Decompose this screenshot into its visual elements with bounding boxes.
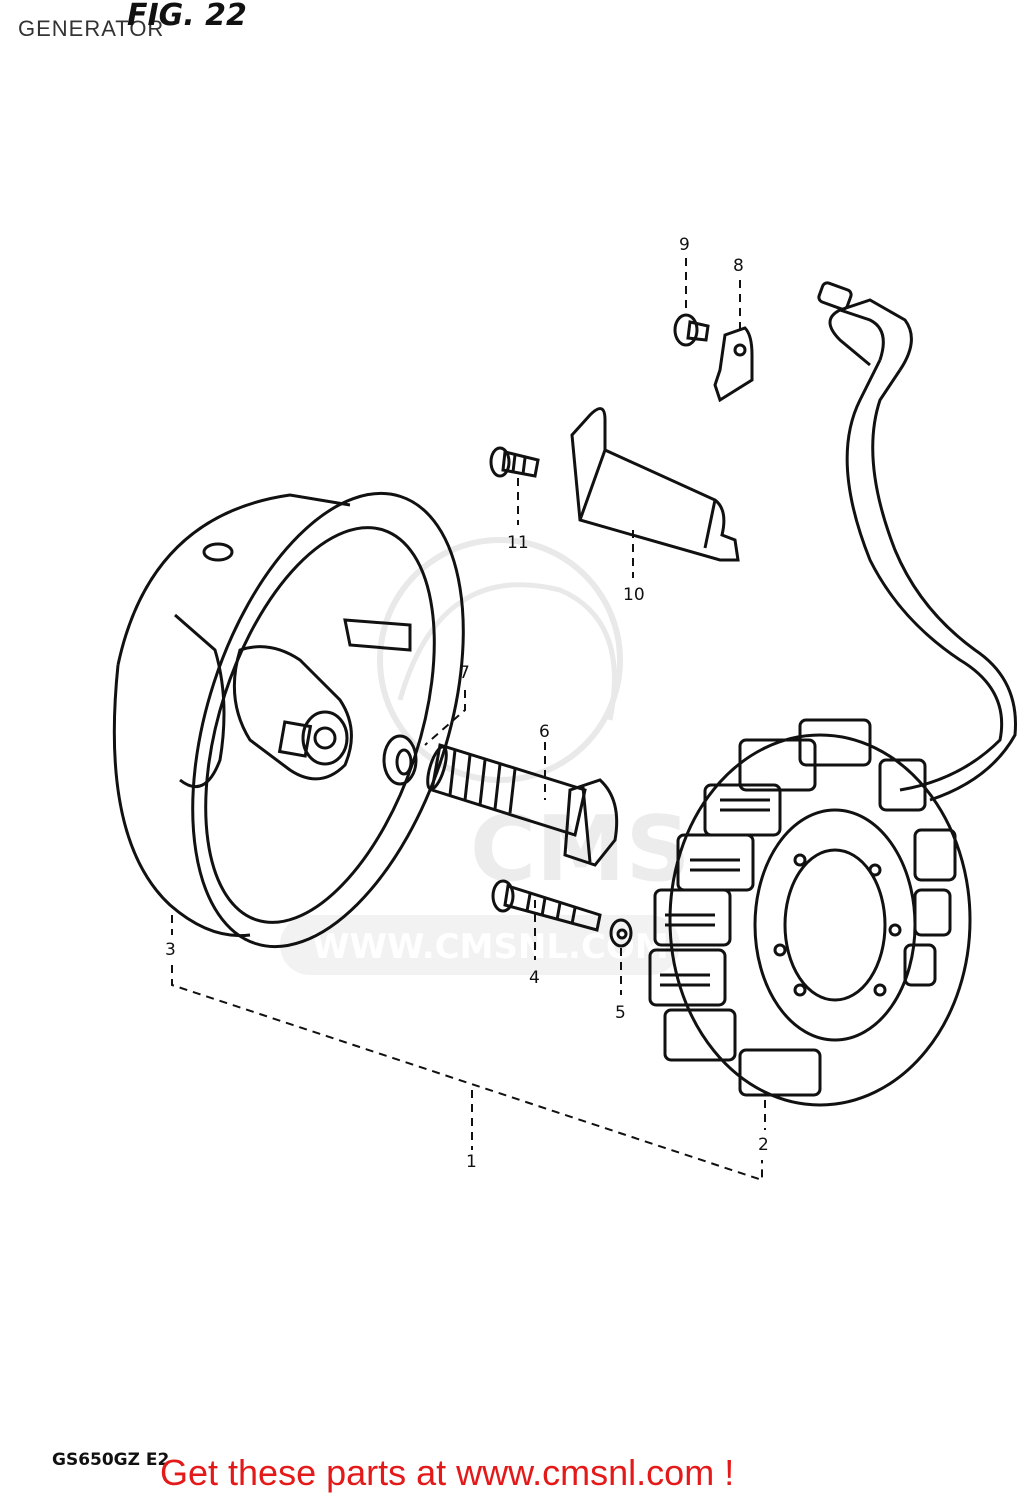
callout-3: 3 [165, 940, 176, 960]
callout-2: 2 [758, 1135, 769, 1155]
figure-label: FIG. 22 [127, 0, 247, 33]
watermark-url: WWW.CMSNL.COM [312, 927, 669, 967]
callout-8: 8 [733, 256, 744, 276]
page-title: GENERATOR [18, 16, 165, 41]
rotor-flywheel [112, 491, 465, 949]
model-code: GS650GZ E2 [52, 1450, 170, 1470]
callout-5: 5 [615, 1003, 626, 1023]
clamp-part-8 [713, 326, 754, 403]
cta-link[interactable]: Get these parts at www.cmsnl.com ! [160, 1452, 735, 1493]
screw-part-9 [673, 313, 710, 347]
screw-part-4 [491, 879, 602, 932]
callout-10: 10 [623, 585, 645, 605]
washer-part-5 [609, 918, 633, 948]
callout-numbers: 1 2 3 4 5 6 7 8 9 10 11 [165, 235, 769, 1172]
leader-lines [171, 258, 766, 1182]
callout-1: 1 [466, 1152, 477, 1172]
bolt-part-6 [426, 743, 619, 867]
callout-9: 9 [679, 235, 690, 255]
callout-11: 11 [507, 533, 529, 553]
callout-7: 7 [459, 663, 470, 683]
screw-part-11 [489, 446, 540, 478]
stator-part-2 [648, 281, 1017, 1107]
callout-6: 6 [539, 722, 550, 742]
washer-part-7 [382, 734, 418, 786]
callout-4: 4 [529, 968, 540, 988]
cover-plate-part-10 [570, 407, 740, 562]
